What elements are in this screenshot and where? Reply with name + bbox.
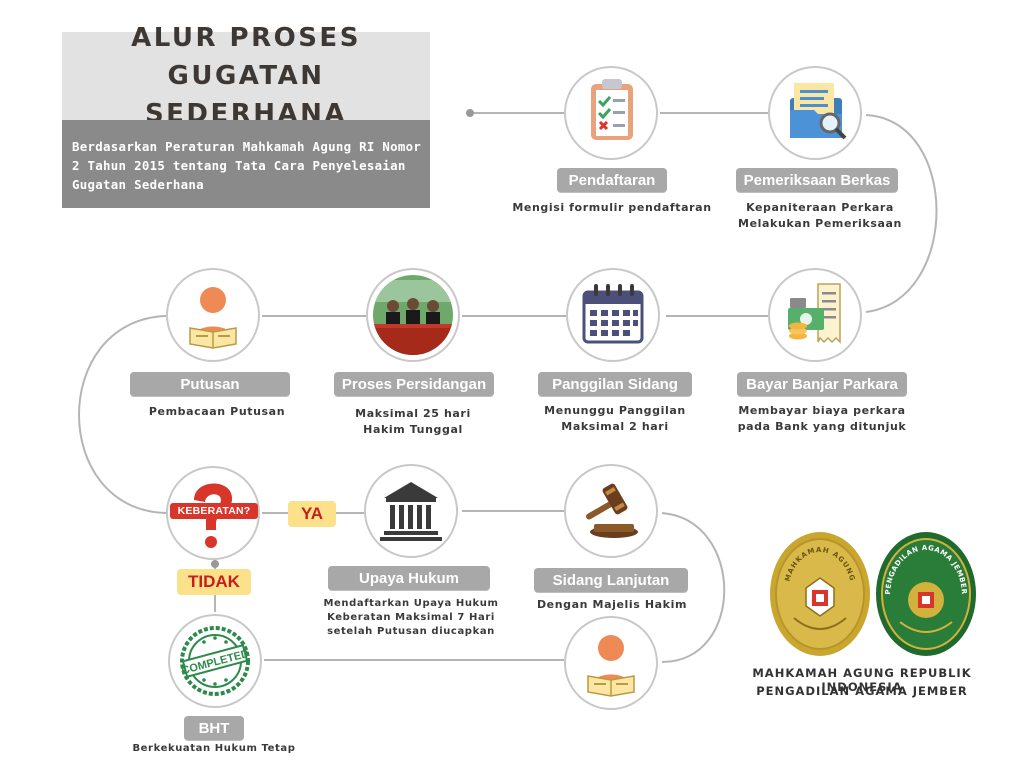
sidang-lanjutan-node <box>564 464 658 558</box>
panggilan-desc-1: Menunggu Panggilan <box>544 404 686 417</box>
no-tag: TIDAK <box>177 569 251 595</box>
bayar-label: Bayar Banjar Parkara <box>737 372 907 396</box>
panggilan-desc-2: Maksimal 2 hari <box>561 420 669 433</box>
upaya-node <box>364 464 458 558</box>
persidangan-desc-2: Hakim Tunggal <box>363 423 463 436</box>
persidangan-desc-1: Maksimal 25 hari <box>355 407 471 420</box>
calendar-icon <box>582 284 644 344</box>
upaya-desc-2: Keberatan Maksimal 7 Hari <box>327 612 495 623</box>
person-reading-icon <box>587 635 635 697</box>
completed-stamp-icon: COMPLETED <box>180 626 250 696</box>
pendaftaran-label: Pendaftaran <box>557 168 667 192</box>
payment-receipt-icon <box>788 283 841 344</box>
institution-line-2: PENGADILAN AGAMA JEMBER <box>756 684 968 698</box>
persidangan-node <box>366 268 460 362</box>
person-reading-icon <box>189 287 237 349</box>
putusan-lanjutan-node <box>564 616 658 710</box>
putusan-label: Putusan <box>130 372 290 396</box>
page-subtitle: Berdasarkan Peraturan Mahkamah Agung RI … <box>72 139 422 192</box>
question-mark-icon <box>194 483 233 548</box>
upaya-label: Upaya Hukum <box>328 566 490 590</box>
panggilan-label: Panggilan Sidang <box>538 372 692 396</box>
upaya-desc-1: Mendaftarkan Upaya Hukum <box>323 598 499 609</box>
subtitle-box: Berdasarkan Peraturan Mahkamah Agung RI … <box>62 120 430 208</box>
title-box: ALUR PROSES GUGATAN SEDERHANA <box>62 23 430 129</box>
bayar-desc-1: Membayar biaya perkara <box>738 404 906 417</box>
page-title: ALUR PROSES GUGATAN SEDERHANA <box>131 23 361 129</box>
bayar-node <box>768 268 862 362</box>
panggilan-node <box>566 268 660 362</box>
pendaftaran-node <box>564 66 658 160</box>
sidang-lanjutan-label: Sidang Lanjutan <box>534 568 688 592</box>
upaya-desc-3: setelah Putusan diucapkan <box>327 626 495 637</box>
pemeriksaan-node <box>768 66 862 160</box>
bht-node: COMPLETED <box>168 614 262 708</box>
keberatan-label: KEBERATAN? <box>170 503 258 519</box>
pengadilan-agama-seal: PENGADILAN AGAMA JEMBER <box>876 532 976 656</box>
institution-line-1: MAHKAMAH AGUNG REPUBLIK INDONESIA <box>752 666 972 694</box>
pemeriksaan-desc-1: Kepaniteraan Perkara <box>746 201 894 214</box>
yes-tag: YA <box>288 501 336 527</box>
persidangan-label: Proses Persidangan <box>334 372 494 396</box>
clipboard-icon <box>591 79 633 140</box>
sidang-lanjutan-desc: Dengan Majelis Hakim <box>536 598 688 611</box>
putusan-node <box>166 268 260 362</box>
pemeriksaan-desc-2: Melakukan Pemeriksaan <box>738 217 902 230</box>
bht-label: BHT <box>184 716 244 740</box>
pendaftaran-desc: Mengisi formulir pendaftaran <box>512 201 712 214</box>
courthouse-icon <box>380 482 442 541</box>
folder-search-icon <box>790 83 847 140</box>
bht-desc: Berkekuatan Hukum Tetap <box>132 743 296 754</box>
court-session-icon <box>373 275 453 355</box>
pemeriksaan-label: Pemeriksaan Berkas <box>736 168 898 192</box>
gavel-icon <box>586 483 638 538</box>
putusan-desc: Pembacaan Putusan <box>148 405 286 418</box>
mahkamah-agung-seal: MAHKAMAH AGUNG <box>770 532 870 656</box>
bayar-desc-2: pada Bank yang ditunjuk <box>737 420 907 433</box>
